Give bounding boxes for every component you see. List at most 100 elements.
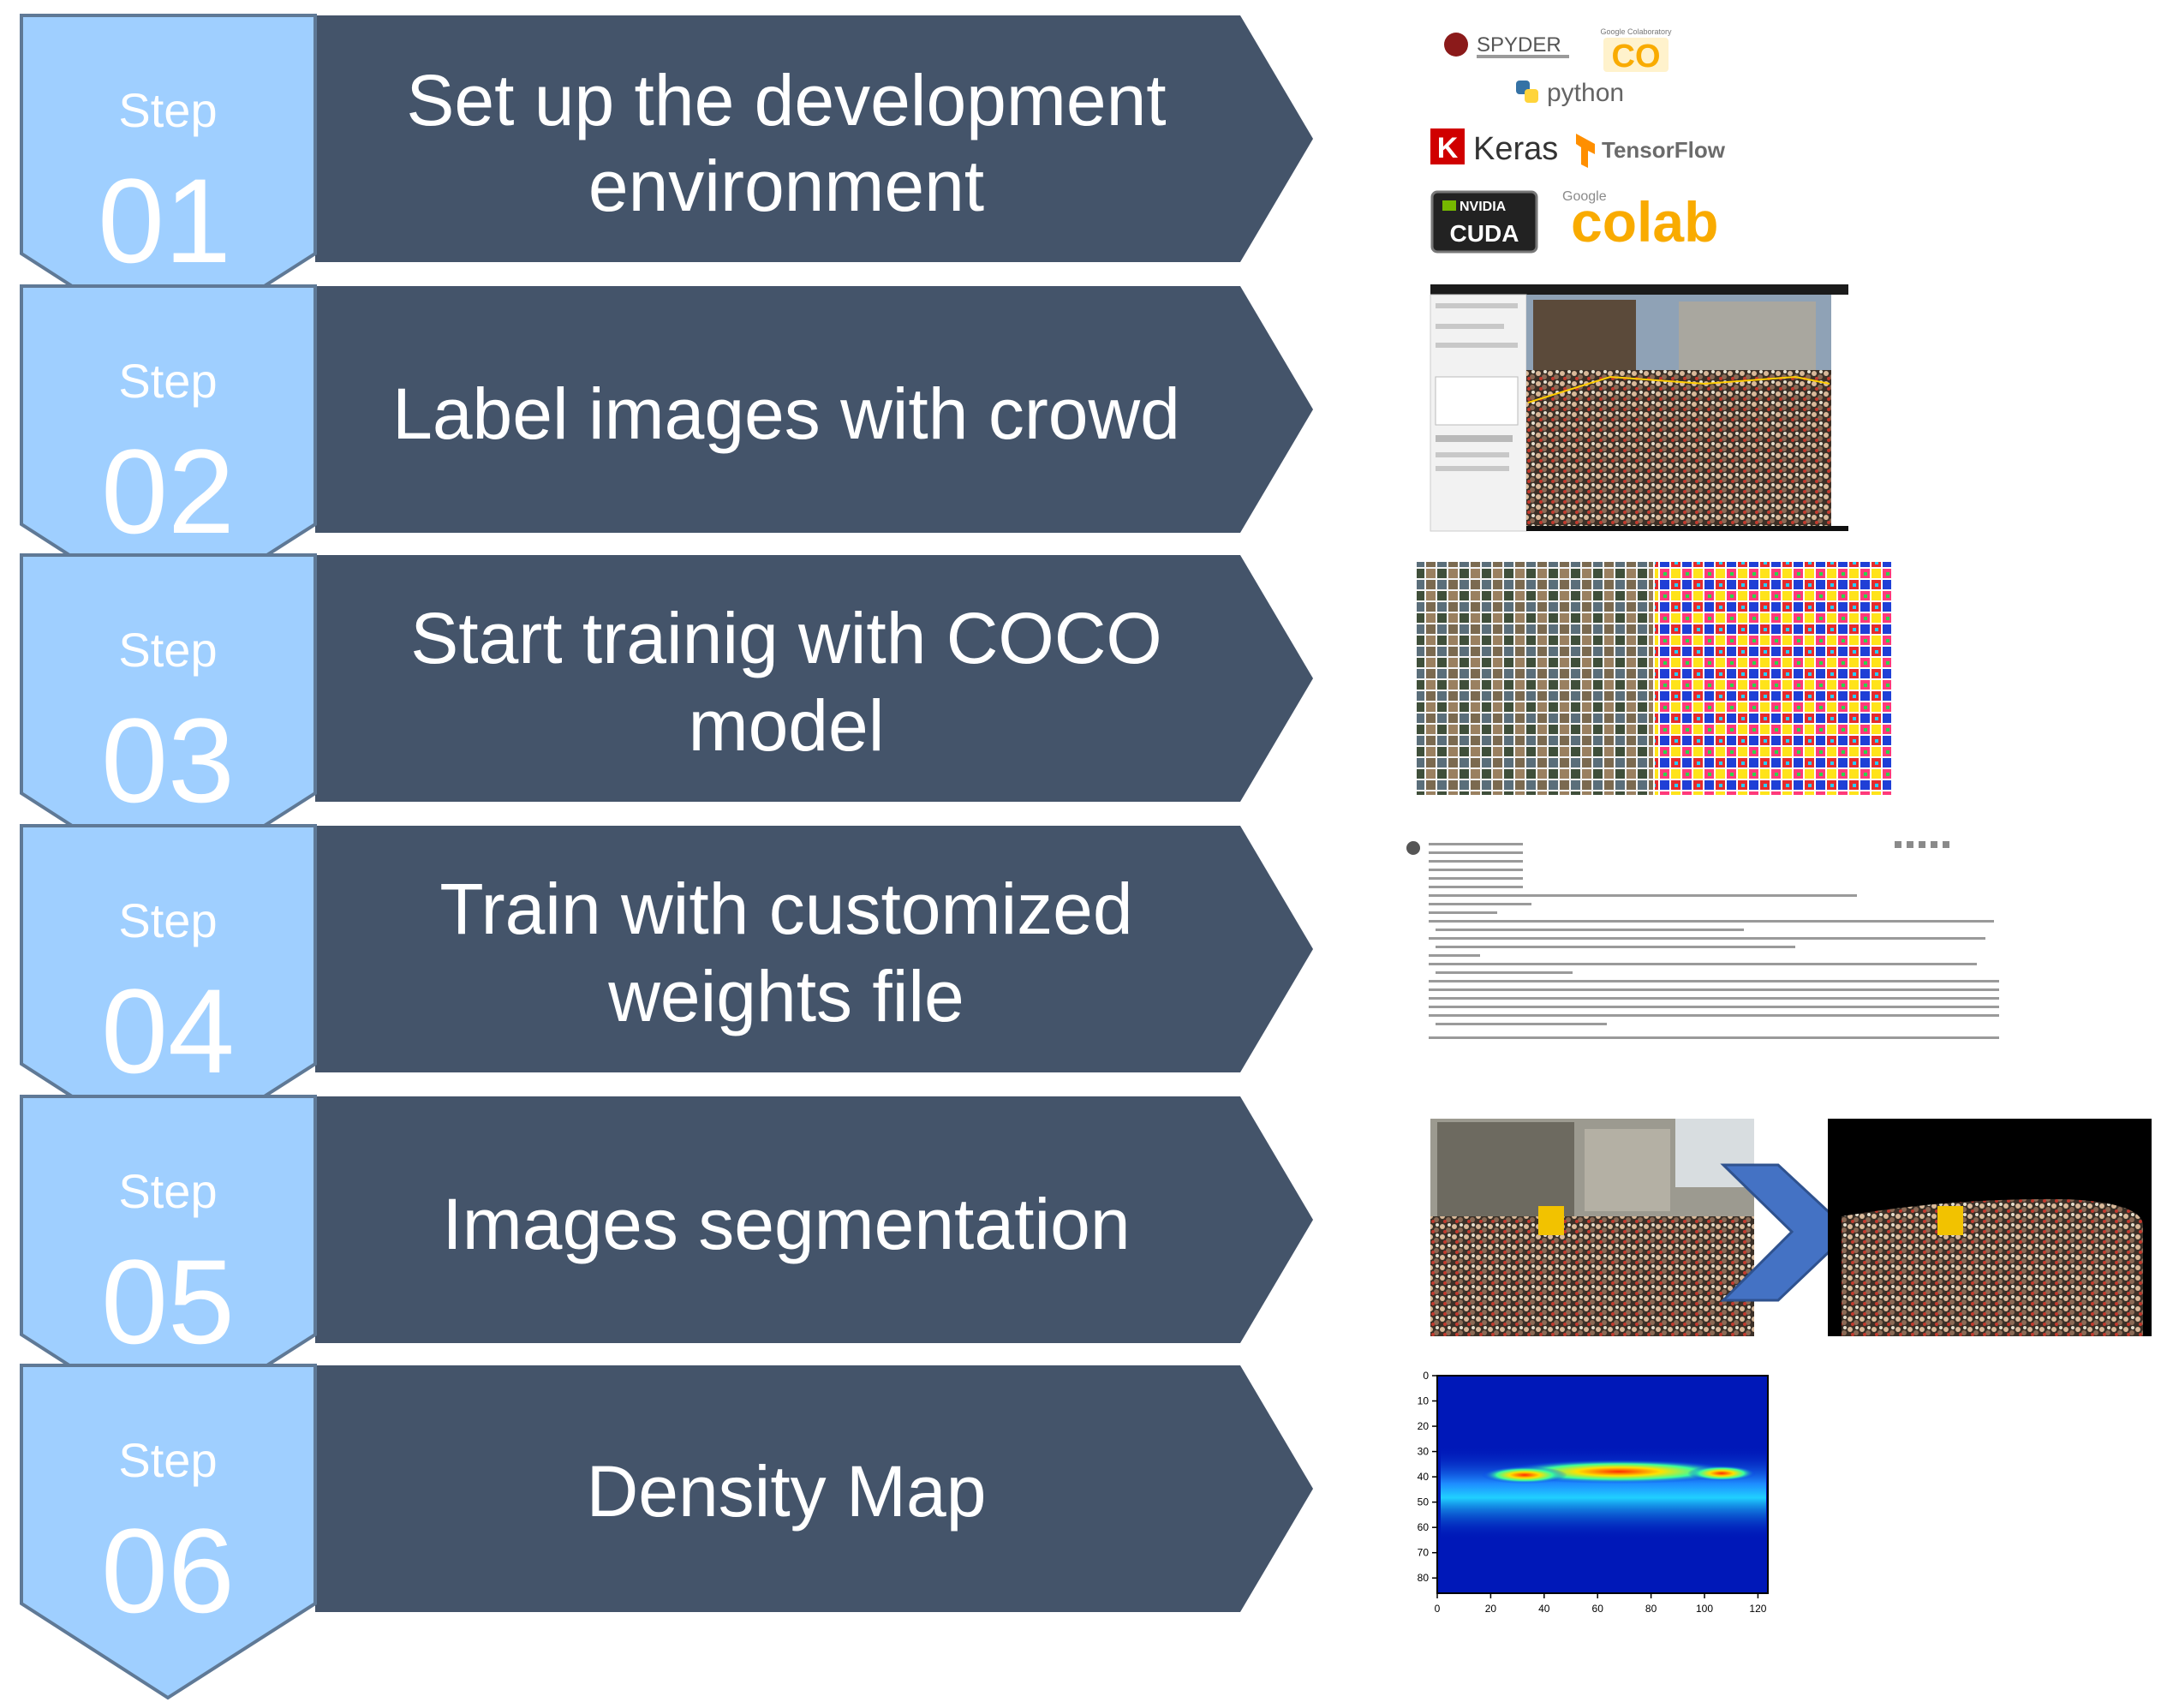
log-line [1429, 937, 1985, 940]
banner-arrow [315, 1365, 1313, 1612]
tool-toolbar [1430, 284, 1848, 295]
step-title-line-1: Train with customized [439, 869, 1132, 949]
step-label: Step [118, 623, 217, 677]
toolbar-icon [1931, 841, 1937, 848]
mask-sign [1937, 1206, 1963, 1235]
tensorflow-label: TensorFlow [1602, 137, 1726, 163]
plot-frame [1436, 1375, 1769, 1594]
step-chevron [20, 1364, 317, 1700]
step-title-line-1: Start trainig with COCO [410, 598, 1162, 678]
spyder-logo: SPYDER [1444, 33, 1569, 58]
log-line [1436, 971, 1573, 974]
tool-image-building [1533, 300, 1636, 377]
annotation-region-outline [1527, 375, 1830, 403]
step-label: Step [118, 83, 217, 137]
sidebar-row [1436, 343, 1518, 348]
log-line [1436, 1023, 1607, 1025]
step-title-line-1: Label images with crowd [392, 373, 1180, 454]
log-line [1429, 886, 1523, 888]
log-line [1429, 843, 1523, 845]
sidebar-row [1436, 324, 1504, 329]
banner-arrow [315, 555, 1313, 802]
log-line [1429, 1036, 1999, 1039]
step-title-line-1: Density Map [587, 1451, 987, 1532]
banner-arrow [315, 826, 1313, 1072]
step-2: Step 02 Label images with crowd [20, 284, 1313, 621]
step-6: Step 06 Density Map [20, 1364, 1313, 1700]
segmentation-example [1430, 1119, 2152, 1336]
original-crowd-photo [1430, 1119, 1754, 1336]
coco-images [1417, 562, 1653, 795]
y-tick-label: 20 [1418, 1420, 1430, 1432]
log-line [1436, 929, 1744, 931]
step-5: Step 05 Images segmentation [20, 1095, 1313, 1431]
log-lines [1429, 843, 1999, 1039]
banner-arrow [315, 1096, 1313, 1343]
step-3: Step 03 Start trainig with COCO model [20, 553, 1313, 890]
toolbar-icon [1895, 841, 1901, 848]
x-tick-label: 80 [1645, 1603, 1657, 1615]
step-number: 06 [101, 1503, 235, 1638]
keras-label: Keras [1473, 131, 1558, 167]
step-label: Step [118, 354, 217, 408]
log-line [1429, 1006, 1999, 1008]
log-line [1429, 860, 1523, 863]
step-title-line-1: Set up the development [406, 60, 1166, 140]
segmented-crowd-photo [1828, 1119, 2152, 1336]
step-number: 02 [101, 424, 235, 558]
toolbar-icon [1919, 841, 1925, 848]
nvidia-label: NVIDIA [1460, 200, 1507, 214]
photo-building [1437, 1122, 1574, 1216]
training-log-screenshot [1406, 841, 1999, 1039]
nvidia-cuda-logo: NVIDIA CUDA [1430, 190, 1538, 254]
heatmap-hotspot [1482, 1466, 1567, 1484]
tensorflow-logo: TensorFlow [1576, 134, 1726, 168]
python-logo: python [1516, 79, 1624, 107]
banner-arrow [315, 286, 1313, 533]
step-4: Step 04 Train with customized weights fi… [20, 824, 1313, 1161]
mask-crowd-region [1842, 1198, 2143, 1336]
y-tick-label: 60 [1418, 1521, 1430, 1533]
dev-environment-logos: SPYDER Google Colaboratory CO python K K… [1430, 27, 1726, 254]
log-line [1436, 946, 1795, 948]
keras-icon [1430, 128, 1465, 164]
step-title-line-2: environment [588, 146, 984, 226]
toolbar-icon [1907, 841, 1913, 848]
log-line [1429, 851, 1523, 854]
tensorflow-icon [1576, 134, 1595, 168]
spyder-icon [1444, 33, 1468, 57]
sidebar-row [1436, 466, 1509, 471]
step-1: Step 01 Set up the development environme… [20, 14, 1313, 350]
photo-crowd [1430, 1216, 1754, 1336]
tool-image-crowd [1526, 370, 1831, 531]
keras-logo: K Keras [1430, 128, 1558, 167]
sidebar-row [1436, 452, 1509, 457]
photo-sign [1538, 1206, 1564, 1235]
sidebar-row [1436, 435, 1513, 442]
sidebar-row [1436, 303, 1518, 308]
google-caption: Google [1562, 189, 1607, 204]
step-title-line-2: model [689, 685, 885, 766]
y-tick-label: 30 [1418, 1446, 1430, 1458]
log-toolbar [1895, 841, 1949, 848]
x-tick-label: 40 [1538, 1603, 1550, 1615]
log-line [1429, 894, 1857, 897]
annotation-tool-screenshot [1430, 284, 1848, 532]
colaboratory-badge [1603, 38, 1669, 72]
log-line [1429, 869, 1523, 871]
y-tick-label: 10 [1418, 1395, 1430, 1407]
step-title-line-2: weights file [607, 956, 964, 1036]
log-line [1429, 980, 1999, 982]
log-line [1429, 920, 1994, 923]
step-number: 01 [98, 153, 231, 288]
log-line [1429, 903, 1531, 905]
step-number: 04 [101, 964, 235, 1098]
cuda-label: CUDA [1450, 220, 1519, 247]
log-line [1429, 877, 1523, 880]
y-tick-label: 70 [1418, 1547, 1430, 1559]
x-tick-label: 0 [1435, 1603, 1441, 1615]
log-line [1429, 1014, 1999, 1017]
y-tick-label: 80 [1418, 1572, 1430, 1584]
